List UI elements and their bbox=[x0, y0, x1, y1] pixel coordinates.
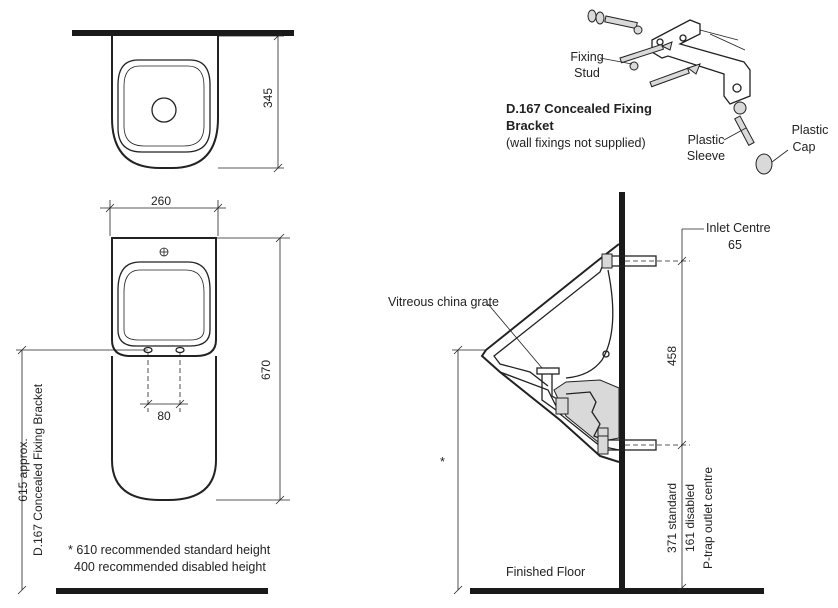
front-view-bowl bbox=[117, 261, 211, 347]
plastic-sleeve-label-1: Plastic bbox=[688, 133, 725, 147]
front-view: 260 80 670 615 approx. D.167 Concea bbox=[16, 194, 290, 595]
dim-80-label: 80 bbox=[157, 409, 171, 423]
fixing-stud-label-2: Stud bbox=[574, 66, 600, 80]
plastic-cap-label-1: Plastic bbox=[792, 123, 829, 137]
plastic-sleeve-washer bbox=[733, 101, 747, 115]
bracket-subtitle: (wall fixings not supplied) bbox=[506, 136, 646, 150]
front-view-floor bbox=[56, 588, 268, 594]
dim-260-label: 260 bbox=[151, 194, 171, 208]
front-view-upper-body bbox=[111, 237, 217, 357]
dim-670-label: 670 bbox=[259, 360, 273, 380]
bracket-detail: Fixing Stud D.167 Concealed Fixing Brack… bbox=[506, 9, 829, 175]
section-grate bbox=[536, 367, 560, 375]
dim-345-label: 345 bbox=[261, 88, 275, 108]
plastic-sleeve bbox=[734, 115, 755, 146]
dim-615-label: 615 approx. bbox=[16, 438, 30, 501]
plastic-cap-label-2: Cap bbox=[793, 140, 816, 154]
dim-asterisk: * bbox=[440, 455, 445, 469]
plastic-cap bbox=[755, 153, 773, 175]
top-view-bowl-outline bbox=[117, 59, 211, 153]
section-view: Inlet Centre 65 458 371 standard 161 dis… bbox=[388, 192, 771, 595]
fixing-stud-top bbox=[587, 9, 643, 35]
section-urinal-shell bbox=[480, 243, 620, 463]
plastic-sleeve-label-2: Sleeve bbox=[687, 149, 725, 163]
fixing-stud-label-1: Fixing bbox=[570, 50, 603, 64]
bracket-plate bbox=[651, 19, 751, 105]
front-view-lower-body bbox=[111, 356, 217, 501]
finished-floor-label: Finished Floor bbox=[506, 565, 585, 579]
section-trap bbox=[565, 391, 605, 441]
inlet-centre-value: 65 bbox=[728, 238, 742, 252]
top-view-outlet bbox=[151, 97, 177, 123]
section-floor bbox=[470, 588, 764, 594]
dim-161-label: 161 disabled bbox=[683, 484, 697, 552]
top-view: 345 bbox=[72, 30, 294, 173]
dim-371-label: 371 standard bbox=[665, 483, 679, 553]
dim-615-bracket-label: D.167 Concealed Fixing Bracket bbox=[31, 383, 45, 556]
section-wall bbox=[619, 192, 625, 592]
bracket-title-2: Bracket bbox=[506, 118, 554, 133]
dim-458-label: 458 bbox=[665, 346, 679, 366]
inlet-centre-label: Inlet Centre bbox=[706, 221, 771, 235]
top-view-body-outline bbox=[111, 36, 219, 169]
note-disabled-height: 400 recommended disabled height bbox=[74, 560, 266, 574]
bracket-title-1: D.167 Concealed Fixing bbox=[506, 101, 652, 116]
grate-label: Vitreous china grate bbox=[388, 295, 499, 309]
top-view-wall bbox=[72, 30, 294, 36]
fixing-hole-right bbox=[175, 346, 185, 354]
note-standard-height: * 610 recommended standard height bbox=[68, 543, 271, 557]
top-view-bowl-inner bbox=[123, 65, 205, 147]
outlet-centre-label: P-trap outlet centre bbox=[701, 467, 715, 569]
